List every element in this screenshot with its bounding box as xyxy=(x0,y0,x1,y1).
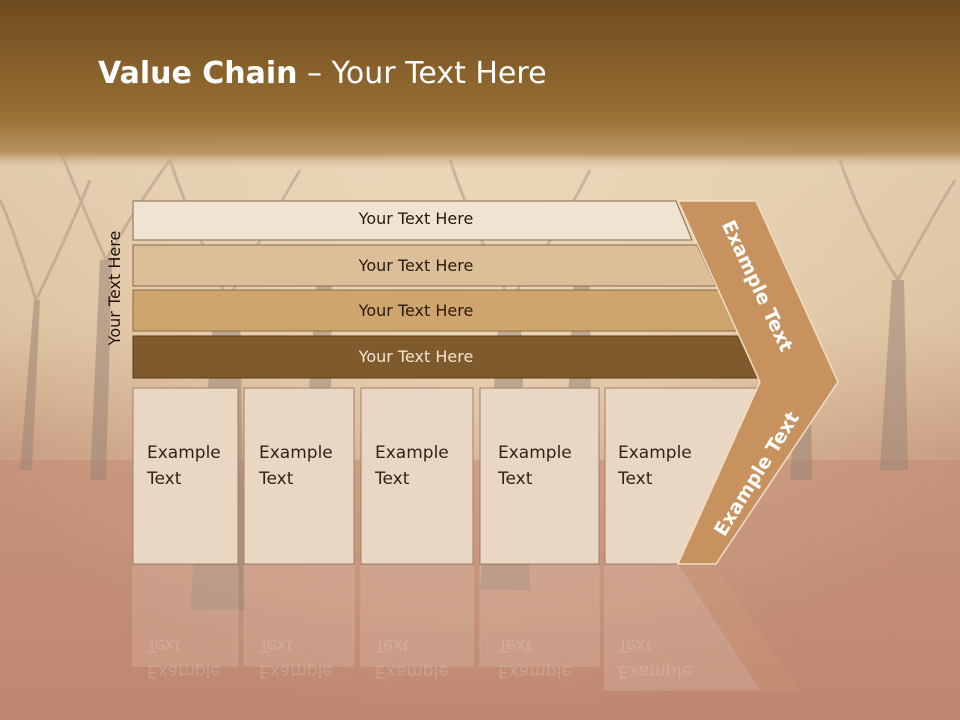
bar-4-label: Your Text Here xyxy=(358,347,474,366)
box-2 xyxy=(243,387,355,565)
bar-2-label: Your Text Here xyxy=(358,256,474,275)
boxes-reflection xyxy=(132,565,800,691)
bar-3-label: Your Text Here xyxy=(358,301,474,320)
box-1-text: Example Text xyxy=(147,443,221,489)
box-1 xyxy=(132,387,239,565)
box-5-text: Example Text xyxy=(618,443,692,489)
box-4-text: Example Text xyxy=(498,443,572,489)
box-4 xyxy=(479,387,600,565)
vertical-label: Your Text Here xyxy=(105,230,124,346)
box-1-reflection: Example Text xyxy=(147,635,221,681)
bar-1 xyxy=(132,200,693,241)
bar-1-label: Your Text Here xyxy=(358,209,474,228)
box-4-reflection: Example Text xyxy=(498,635,572,681)
box-2-reflection: Example Text xyxy=(259,635,333,681)
page-title: Value Chain – Your Text Here xyxy=(98,52,547,96)
title-rest: – Your Text Here xyxy=(297,56,547,91)
box-3-reflection: Example Text xyxy=(375,635,449,681)
chevron-arrow xyxy=(676,200,839,565)
box-2-text: Example Text xyxy=(259,443,333,489)
box-5-reflection: Example Text xyxy=(618,635,692,681)
box-3-text: Example Text xyxy=(375,443,449,489)
box-3 xyxy=(360,387,474,565)
title-bold: Value Chain xyxy=(98,56,298,91)
